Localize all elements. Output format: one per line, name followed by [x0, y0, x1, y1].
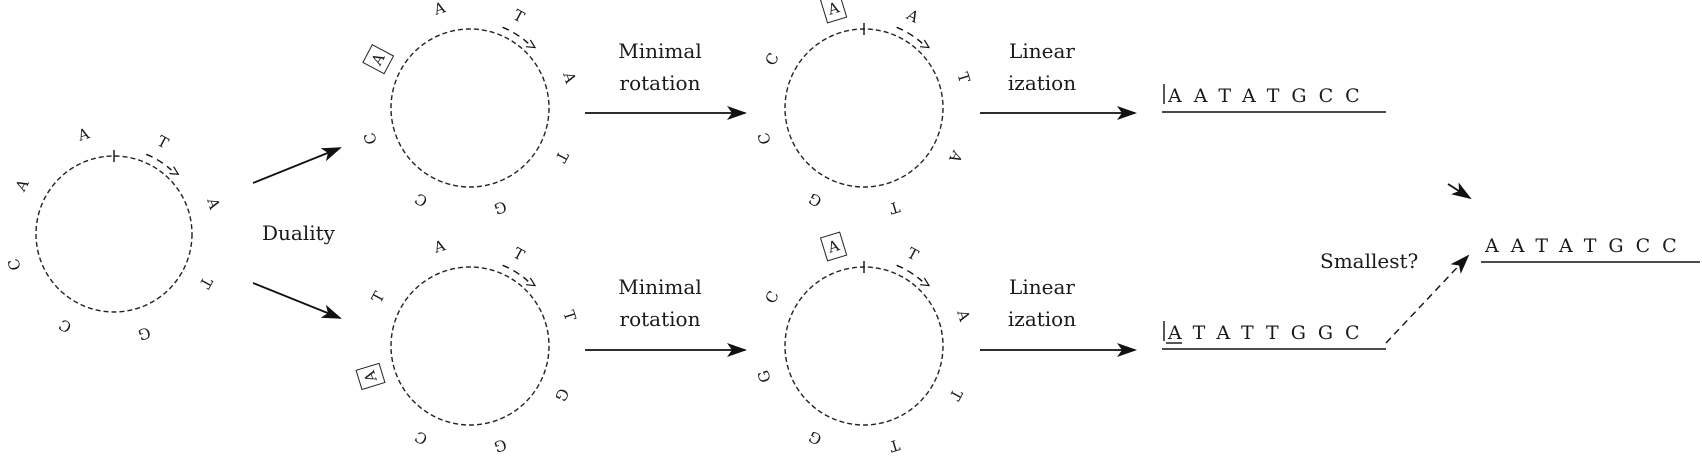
ring-base-letter: T — [196, 274, 217, 291]
minimal-rotation-label-bottom-1: Minimal — [618, 275, 701, 299]
highlight-box — [362, 44, 395, 75]
ring-circle — [390, 266, 550, 426]
ring-circle — [784, 28, 944, 188]
ring-circle — [35, 155, 193, 313]
ring-base-letter: T — [887, 197, 902, 217]
minimal-rotation-label-top-2: rotation — [620, 71, 701, 95]
ring-base-letter: G — [551, 385, 573, 404]
ring-base-letter: A — [431, 0, 448, 19]
smallest-label: Smallest? — [1320, 249, 1418, 273]
smallest-arrow-top — [1447, 182, 1472, 200]
ring-base-letter: C — [56, 315, 75, 336]
direction-arrow — [502, 26, 529, 44]
ring-base-letter: A — [11, 176, 33, 195]
ring-base-letter: T — [946, 386, 967, 403]
ring-base-letter: C — [754, 130, 775, 146]
ring-base-letter: C — [4, 256, 25, 272]
linear-sequence-bottom-text: ATATTGGC — [1167, 322, 1372, 344]
highlight-box — [819, 0, 848, 24]
ring-base-letter: T — [887, 435, 902, 455]
ring-base-letter: G — [806, 189, 825, 211]
ring-original: A T A T G C C A — [4, 124, 224, 344]
minimal-rotation-label-top-1: Minimal — [618, 39, 701, 63]
direction-arrow — [896, 264, 923, 282]
ring-base-letter: C — [412, 189, 431, 210]
ring-base-letter: C — [360, 130, 381, 146]
direction-arrowhead — [526, 277, 537, 287]
duality-arrow-top — [252, 147, 342, 184]
direction-arrow — [896, 26, 923, 44]
ring-base-letter: A — [360, 368, 381, 385]
direction-arrowhead — [526, 39, 537, 49]
ring-top-rotated: A A T A T G C C — [754, 0, 974, 218]
ring-base-letter: G — [136, 323, 153, 344]
linear-sequence-bottom: ATATTGGC — [1162, 321, 1386, 350]
ring-base-letter: A — [203, 195, 224, 212]
ring-base-letter: C — [762, 288, 783, 307]
ring-base-letter: T — [368, 289, 389, 306]
linearization-label-bottom-2: ization — [1008, 307, 1076, 331]
ring-base-letter: T — [559, 308, 579, 323]
ring-base-letter: A — [825, 236, 842, 257]
direction-arrowhead — [920, 39, 931, 49]
direction-arrowhead — [169, 166, 180, 176]
ring-base-letter: T — [953, 70, 973, 85]
ring-base-letter: G — [806, 427, 825, 449]
ring-base-letter: A — [559, 69, 580, 86]
result-sequence: AATATGCC — [1481, 235, 1700, 263]
ring-base-letter: T — [552, 148, 573, 165]
result-sequence-text: AATATGCC — [1484, 235, 1689, 257]
smallest-arrow-bottom — [1385, 254, 1470, 344]
direction-arrow — [145, 153, 172, 171]
linear-sequence-top-text: AATATGCC — [1167, 85, 1372, 107]
highlight-box — [819, 231, 848, 262]
linear-sequence-top: AATATGCC — [1162, 84, 1386, 113]
ring-bottom-rotated: A T A T T G G C — [754, 231, 974, 456]
ring-base-letter: C — [412, 427, 431, 448]
linearization-label-bottom-1: Linear — [1009, 275, 1075, 299]
direction-arrowhead — [920, 277, 931, 287]
ring-base-letter: T — [510, 244, 527, 265]
ring-base-letter: G — [492, 435, 509, 456]
ring-circle — [390, 28, 550, 188]
ring-base-letter: T — [904, 244, 921, 265]
ring-base-letter: G — [754, 368, 775, 385]
linearization-label-top-1: Linear — [1009, 39, 1075, 63]
minimal-rotation-label-bottom-2: rotation — [620, 307, 701, 331]
ring-base-letter: T — [510, 6, 527, 27]
ring-base-letter: A — [945, 147, 967, 166]
ring-base-letter: G — [492, 197, 509, 218]
duality-label: Duality — [262, 221, 336, 245]
ring-base-letter: A — [75, 124, 92, 145]
ring-base-letter: T — [154, 132, 171, 153]
ring-base-letter: A — [825, 0, 842, 19]
linearization-label-top-2: ization — [1008, 71, 1076, 95]
ring-bottom-dual: A T T G G C A T — [355, 236, 580, 456]
duality-arrow-bottom — [252, 282, 342, 319]
ring-circle — [784, 266, 944, 426]
ring-base-letter: A — [953, 307, 974, 324]
ring-base-letter: C — [762, 50, 783, 69]
highlight-box — [355, 362, 386, 391]
ring-base-letter: A — [431, 236, 448, 257]
direction-arrow — [502, 264, 529, 282]
ring-base-letter: A — [903, 5, 922, 27]
